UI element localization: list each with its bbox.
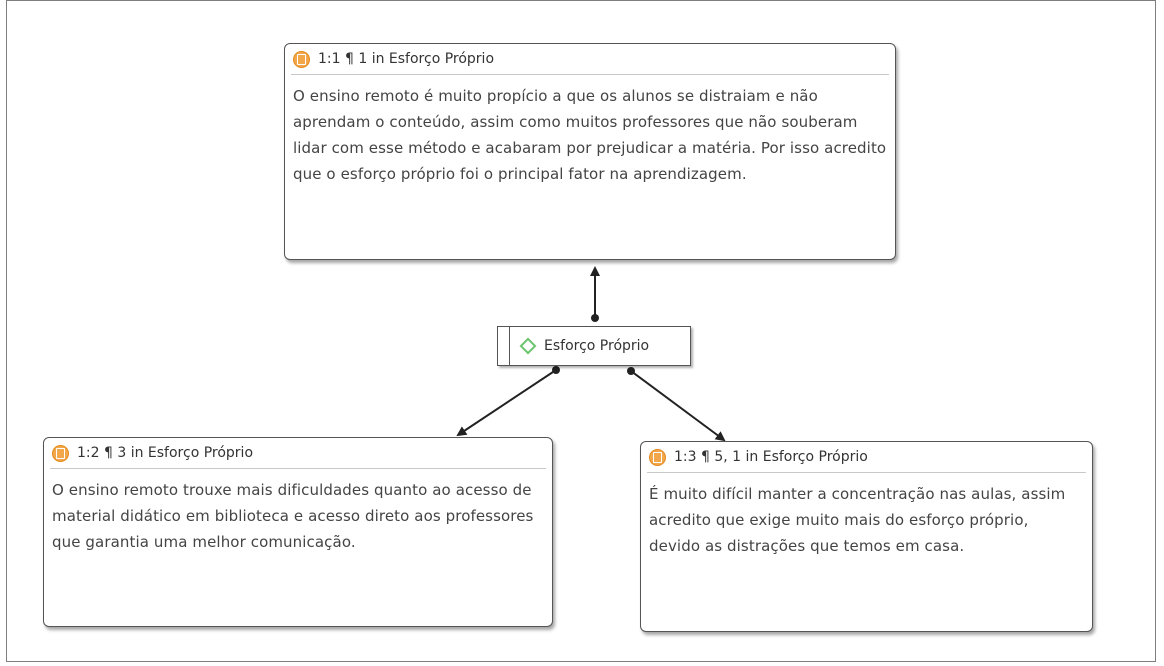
quote-text: É muito difícil manter a concentração na… [649, 485, 1066, 555]
quote-header-label: 1:2 ¶ 3 in Esforço Próprio [77, 445, 254, 461]
link-origin-dot [552, 366, 560, 374]
quote-node-3[interactable]: 1:3 ¶ 5, 1 in Esforço Próprio É muito di… [640, 441, 1093, 632]
quote-header-label: 1:1 ¶ 1 in Esforço Próprio [318, 51, 495, 67]
link-origin-dot [591, 314, 599, 322]
quote-header: 1:2 ¶ 3 in Esforço Próprio [50, 438, 546, 469]
quotation-icon [649, 448, 666, 466]
code-color-stripe [498, 327, 510, 365]
quote-node-1[interactable]: 1:1 ¶ 1 in Esforço Próprio O ensino remo… [284, 43, 896, 260]
link-code-to-quote-3[interactable] [630, 370, 726, 442]
quotation-icon [293, 50, 310, 68]
diamond-code-icon [519, 337, 537, 355]
quote-text: O ensino remoto é muito propício a que o… [293, 87, 887, 183]
quote-text: O ensino remoto trouxe mais dificuldades… [52, 481, 534, 551]
code-node[interactable]: Esforço Próprio [497, 326, 691, 366]
code-label: Esforço Próprio [544, 338, 650, 354]
quote-header-label: 1:3 ¶ 5, 1 in Esforço Próprio [674, 449, 868, 465]
quote-node-2[interactable]: 1:2 ¶ 3 in Esforço Próprio O ensino remo… [43, 437, 553, 627]
quote-header: 1:1 ¶ 1 in Esforço Próprio [291, 44, 889, 75]
link-origin-dot [627, 367, 635, 375]
quotation-icon [52, 444, 69, 462]
quote-header: 1:3 ¶ 5, 1 in Esforço Próprio [647, 442, 1086, 473]
link-code-to-quote-2[interactable] [456, 369, 557, 437]
